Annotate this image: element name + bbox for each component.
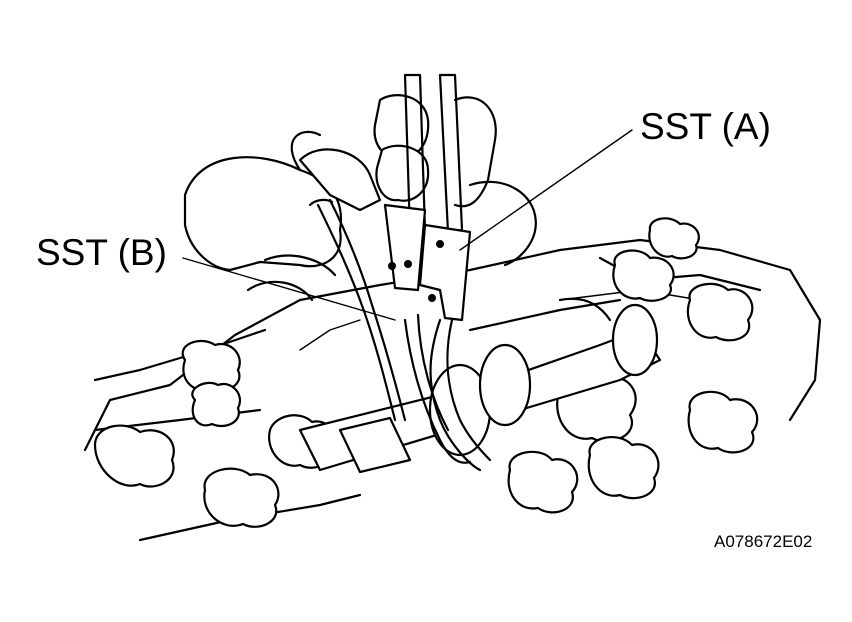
hand-holding-tools — [183, 73, 537, 302]
sst-b-leader-line — [182, 257, 396, 321]
sst-a-label: SST (A) — [640, 106, 771, 147]
figure-code: A078672E02 — [714, 532, 813, 551]
sst-a-leader-line — [459, 129, 633, 251]
sst-a-tool — [418, 223, 492, 472]
sst-b-label: SST (B) — [36, 232, 167, 273]
cam-lobes-left — [93, 339, 335, 528]
sst-b-tool — [308, 198, 472, 464]
camshaft — [298, 297, 662, 474]
